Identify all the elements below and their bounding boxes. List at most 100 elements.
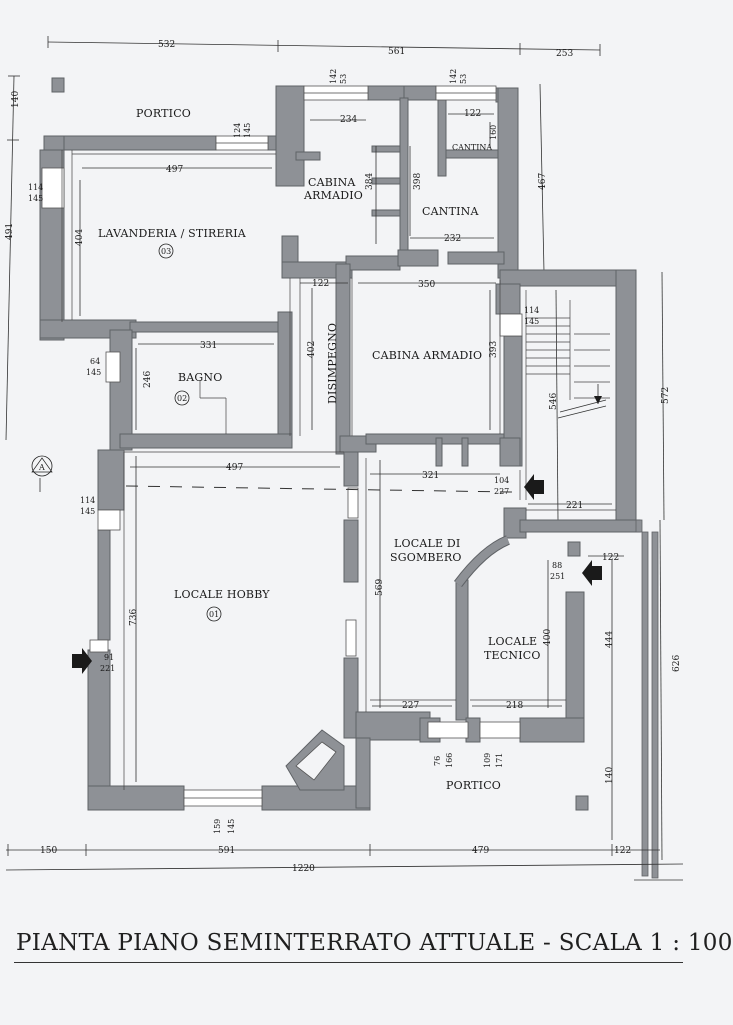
dim-145e: 145 xyxy=(80,507,95,516)
dim-122-mid: 122 xyxy=(312,279,329,289)
dim-114b: 114 xyxy=(524,306,539,315)
dim-bottom-122: 122 xyxy=(614,846,631,856)
dim-122-right: 122 xyxy=(602,553,619,563)
section-line xyxy=(39,478,513,493)
dim-384: 384 xyxy=(365,173,375,190)
dim-top-253: 253 xyxy=(556,49,573,59)
dim-246: 246 xyxy=(143,371,153,388)
room-portico-top: PORTICO xyxy=(136,107,191,120)
dim-bottom-591: 591 xyxy=(218,846,235,856)
room-number-circle-02 xyxy=(174,390,190,406)
dim-124: 124 xyxy=(233,123,242,138)
dim-left-491: 491 xyxy=(5,223,15,240)
plan-title: PIANTA PIANO SEMINTERRATO ATTUALE - SCAL… xyxy=(16,930,733,956)
dim-221: 221 xyxy=(566,501,583,511)
dim-166: 166 xyxy=(445,753,454,768)
room-tecnico-line1: LOCALE xyxy=(488,635,537,648)
windows xyxy=(41,85,523,807)
dim-569: 569 xyxy=(375,579,385,596)
left-dimension-chain xyxy=(5,75,20,441)
walls xyxy=(39,77,659,879)
dim-400: 400 xyxy=(543,629,553,646)
interior-dimension-lines xyxy=(79,113,624,782)
dim-145b: 145 xyxy=(28,194,43,203)
room-cantina: CANTINA xyxy=(422,205,479,218)
dim-227-top: 227 xyxy=(494,487,509,496)
room-portico-bottom: PORTICO xyxy=(446,779,501,792)
room-cabina-armadio-2: CABINA ARMADIO xyxy=(372,349,482,362)
room-locale-hobby: LOCALE HOBBY xyxy=(174,588,270,601)
staircase xyxy=(526,300,610,419)
dim-160: 160 xyxy=(489,125,498,140)
dim-109: 109 xyxy=(483,753,492,768)
dim-right-572: 572 xyxy=(661,387,671,404)
dim-76: 76 xyxy=(433,756,442,766)
dim-171: 171 xyxy=(495,753,504,768)
dim-321: 321 xyxy=(422,471,439,481)
dim-159: 159 xyxy=(213,819,222,834)
dim-114c: 114 xyxy=(80,496,95,505)
dim-227-bottom: 227 xyxy=(402,701,419,711)
dim-221-left: 221 xyxy=(100,664,115,673)
room-number-circle-01 xyxy=(206,606,222,622)
dim-145f: 145 xyxy=(227,819,236,834)
room-cabina-armadio-1-line2: ARMADIO xyxy=(303,189,363,202)
room-sgombero-line2: SGOMBERO xyxy=(390,551,462,564)
dim-393: 393 xyxy=(489,341,499,358)
room-number-circle-03 xyxy=(158,243,174,259)
dim-398: 398 xyxy=(413,173,423,190)
room-tecnico-line2: TECNICO xyxy=(484,649,541,662)
section-marker xyxy=(31,455,53,477)
dim-232: 232 xyxy=(444,234,461,244)
room-disimpegno: DISIMPEGNO xyxy=(326,323,339,404)
dim-404: 404 xyxy=(75,229,85,246)
top-dimension-chain xyxy=(47,36,601,56)
dim-331: 331 xyxy=(200,341,217,351)
dim-145c: 145 xyxy=(524,317,539,326)
dim-bottom-1220: 1220 xyxy=(292,864,315,874)
room-lavanderia: LAVANDERIA / STIRERIA xyxy=(98,227,247,240)
dim-736: 736 xyxy=(129,609,139,626)
dim-497-mid: 497 xyxy=(226,463,243,473)
title-underline xyxy=(14,962,683,963)
right-dimension-lines xyxy=(539,83,665,861)
room-cantina-small: CANTINA xyxy=(452,143,492,152)
dim-bottom-150: 150 xyxy=(40,846,57,856)
dim-114a: 114 xyxy=(28,183,43,192)
dim-234: 234 xyxy=(340,115,357,125)
dim-53b: 53 xyxy=(459,74,468,84)
dim-64: 64 xyxy=(90,357,100,366)
dim-104: 104 xyxy=(494,476,509,485)
dim-402: 402 xyxy=(307,341,317,358)
room-bagno: BAGNO xyxy=(178,371,222,384)
room-lavanderia-number: 03 xyxy=(161,247,171,256)
dim-140-right: 140 xyxy=(605,767,615,784)
dim-251: 251 xyxy=(550,572,565,581)
dim-right-467: 467 xyxy=(538,173,548,190)
dim-142a: 142 xyxy=(329,69,338,84)
dim-left-140: 140 xyxy=(11,91,21,108)
dim-142b: 142 xyxy=(449,69,458,84)
dim-350: 350 xyxy=(418,280,435,290)
room-bagno-number: 02 xyxy=(177,394,187,403)
room-sgombero-line1: LOCALE DI xyxy=(394,537,460,550)
floor-plan: 532 561 253 140 491 467 572 626 546 444 … xyxy=(5,36,684,881)
dim-91: 91 xyxy=(104,653,114,662)
entrance-arrows xyxy=(72,474,602,674)
partition-lines xyxy=(61,150,616,790)
dim-top-561: 561 xyxy=(388,47,405,57)
dim-right-626: 626 xyxy=(672,655,682,672)
section-marker-label: A xyxy=(38,463,45,472)
dim-53a: 53 xyxy=(339,74,348,84)
dim-546: 546 xyxy=(549,393,559,410)
room-cabina-armadio-1-line1: CABINA xyxy=(308,176,356,189)
dim-122-top: 122 xyxy=(464,109,481,119)
room-locale-hobby-number: 01 xyxy=(209,610,219,619)
dim-497-top: 497 xyxy=(166,165,183,175)
dim-88: 88 xyxy=(552,561,562,570)
dim-145d: 145 xyxy=(86,368,101,377)
dim-444: 444 xyxy=(605,631,615,648)
bottom-dimension-chain xyxy=(5,844,684,881)
dim-145a: 145 xyxy=(243,123,252,138)
dim-bottom-479: 479 xyxy=(472,846,489,856)
